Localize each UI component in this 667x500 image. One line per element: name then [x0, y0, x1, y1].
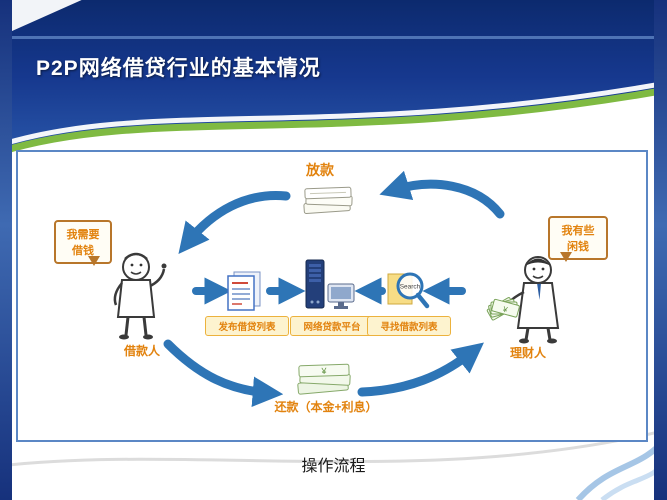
repayment-currency-symbol: ¥ [320, 366, 327, 376]
left-edge-bar [0, 0, 12, 500]
arrow-repayment-to-investor [357, 342, 484, 397]
flow-arrows [163, 170, 505, 408]
slide-caption: 操作流程 [301, 458, 366, 475]
repayment-label: 还款（本金+利息） [274, 400, 378, 414]
borrower-figure [113, 252, 167, 340]
borrower-bubble-line1: 我需要 [66, 229, 100, 241]
loan-money-stack-icon [303, 186, 353, 215]
investor-role-label: 理财人 [509, 346, 546, 360]
publish-step-label: 发布借贷列表 [205, 316, 289, 336]
platform-step-label: 网络贷款平台 [290, 316, 374, 336]
arrow-borrower-to-repayment [163, 339, 284, 408]
page-title: P2P网络借贷行业的基本情况 [36, 57, 321, 80]
investor-bubble-line1: 我有些 [561, 225, 595, 237]
header-accent-stripe [0, 36, 667, 39]
publish-list-icon [227, 271, 261, 311]
search-lens-text: Search [400, 284, 421, 291]
arrow-investor-to-loan [379, 170, 505, 219]
investor-bubble-line2: 闲钱 [567, 241, 589, 253]
search-icon: Search [387, 272, 430, 309]
arrow-loan-to-borrower [178, 190, 291, 254]
investor-figure: ¥ [486, 256, 560, 344]
borrower-bubble-line2: 借钱 [72, 245, 94, 257]
diagram-panel: 放款 我需要 借钱 借款人 [16, 150, 648, 442]
investor-speech-bubble: 我有些 闲钱 [548, 216, 608, 262]
borrower-speech-bubble: 我需要 借钱 [54, 220, 112, 266]
borrower-role-label: 借款人 [123, 344, 160, 358]
platform-server-icon [305, 259, 355, 309]
repayment-money-icon: ¥ [297, 363, 351, 395]
money-fan: ¥ [486, 297, 520, 321]
fan-currency-symbol: ¥ [501, 304, 509, 314]
right-edge-bar [654, 0, 667, 500]
loan-label: 放款 [306, 162, 334, 178]
search-step-label: 寻找借款列表 [367, 316, 451, 336]
